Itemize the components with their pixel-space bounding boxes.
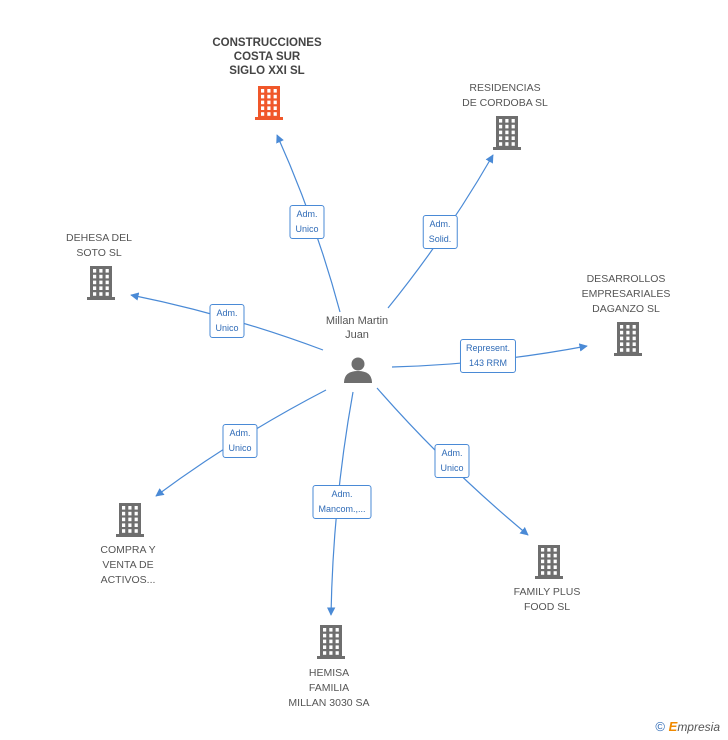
- company-name-construcciones[interactable]: CONSTRUCCIONES COSTA SUR SIGLO XXI SL: [212, 36, 321, 78]
- relation-label-residencias-line: Adm.: [429, 219, 451, 229]
- company-name-compra-line: ACTIVOS...: [100, 574, 156, 586]
- company-name-hemisa-line: FAMILIA: [308, 682, 350, 694]
- relation-label-hemisa-line: Adm.: [331, 489, 353, 499]
- relation-label-family: Adm. Unico: [434, 444, 470, 478]
- company-name-desarrollos-line: EMPRESARIALES: [581, 288, 671, 300]
- company-name-family-line: FOOD SL: [523, 601, 571, 613]
- person-icon[interactable]: [344, 357, 372, 384]
- person-name-line: Juan: [345, 329, 369, 341]
- company-name-desarrollos[interactable]: DESARROLLOS EMPRESARIALES DAGANZO SL: [582, 272, 671, 317]
- building-icon[interactable]: [493, 116, 521, 150]
- company-name-family-line: FAMILY PLUS: [513, 586, 581, 598]
- relation-label-compra-line: Unico: [228, 443, 252, 453]
- company-name-residencias-line: RESIDENCIAS: [469, 82, 541, 94]
- relation-label-dehesa-line: Unico: [215, 323, 239, 333]
- company-name-desarrollos-line: DESARROLLOS: [586, 273, 666, 285]
- building-icon[interactable]: [116, 503, 144, 537]
- company-name-compra-line: VENTA DE: [102, 559, 154, 571]
- building-icon[interactable]: [87, 266, 115, 300]
- company-name-residencias[interactable]: RESIDENCIAS DE CORDOBA SL: [462, 81, 548, 111]
- relation-label-hemisa-line: Mancom.,...: [318, 504, 366, 514]
- company-name-construcciones-line: CONSTRUCCIONES: [212, 37, 322, 49]
- relation-label-dehesa-line: Adm.: [216, 308, 238, 318]
- company-name-compra-line: COMPRA Y: [100, 544, 156, 556]
- relation-label-construcciones-line: Adm.: [296, 209, 318, 219]
- building-icon[interactable]: [317, 625, 345, 659]
- relation-label-dehesa: Adm. Unico: [209, 304, 245, 338]
- person-name-line: Millan Martin: [325, 315, 389, 327]
- relation-label-residencias: Adm. Solid.: [422, 215, 458, 249]
- relation-label-desarrollos-line: Represent.: [465, 343, 511, 353]
- relation-label-compra: Adm. Unico: [222, 424, 258, 458]
- relation-label-desarrollos: Represent. 143 RRM: [459, 339, 517, 373]
- building-icon[interactable]: [255, 86, 283, 120]
- company-name-hemisa-line: HEMISA: [308, 667, 350, 679]
- company-name-construcciones-line: SIGLO XXI SL: [229, 65, 305, 77]
- company-name-hemisa[interactable]: HEMISA FAMILIA MILLAN 3030 SA: [288, 666, 369, 711]
- empresia-logo-initial: E: [668, 719, 678, 734]
- company-name-hemisa-line: MILLAN 3030 SA: [288, 697, 370, 709]
- company-name-desarrollos-line: DAGANZO SL: [592, 303, 660, 315]
- copyright-icon: ©: [655, 719, 666, 734]
- relation-label-family-line: Unico: [440, 463, 464, 473]
- company-name-dehesa[interactable]: DEHESA DEL SOTO SL: [66, 231, 132, 261]
- empresia-footer[interactable]: © Empresia: [655, 719, 720, 734]
- relation-label-construcciones-line: Unico: [295, 224, 319, 234]
- company-name-dehesa-line: SOTO SL: [76, 247, 122, 259]
- relation-label-residencias-line: Solid.: [428, 234, 452, 244]
- relation-label-construcciones: Adm. Unico: [289, 205, 325, 239]
- company-name-compra[interactable]: COMPRA Y VENTA DE ACTIVOS...: [100, 543, 155, 588]
- relation-label-compra-line: Adm.: [229, 428, 251, 438]
- empresia-logo-text: mpresia: [677, 720, 720, 734]
- relation-label-hemisa: Adm. Mancom.,...: [312, 485, 372, 519]
- company-name-family[interactable]: FAMILY PLUS FOOD SL: [514, 585, 581, 615]
- relation-label-desarrollos-line: 143 RRM: [468, 358, 507, 368]
- company-name-dehesa-line: DEHESA DEL: [66, 232, 132, 244]
- company-name-residencias-line: DE CORDOBA SL: [462, 97, 548, 109]
- company-name-construcciones-line: COSTA SUR: [233, 51, 301, 63]
- relation-label-family-line: Adm.: [441, 448, 463, 458]
- building-icon[interactable]: [535, 545, 563, 579]
- building-icon[interactable]: [614, 322, 642, 356]
